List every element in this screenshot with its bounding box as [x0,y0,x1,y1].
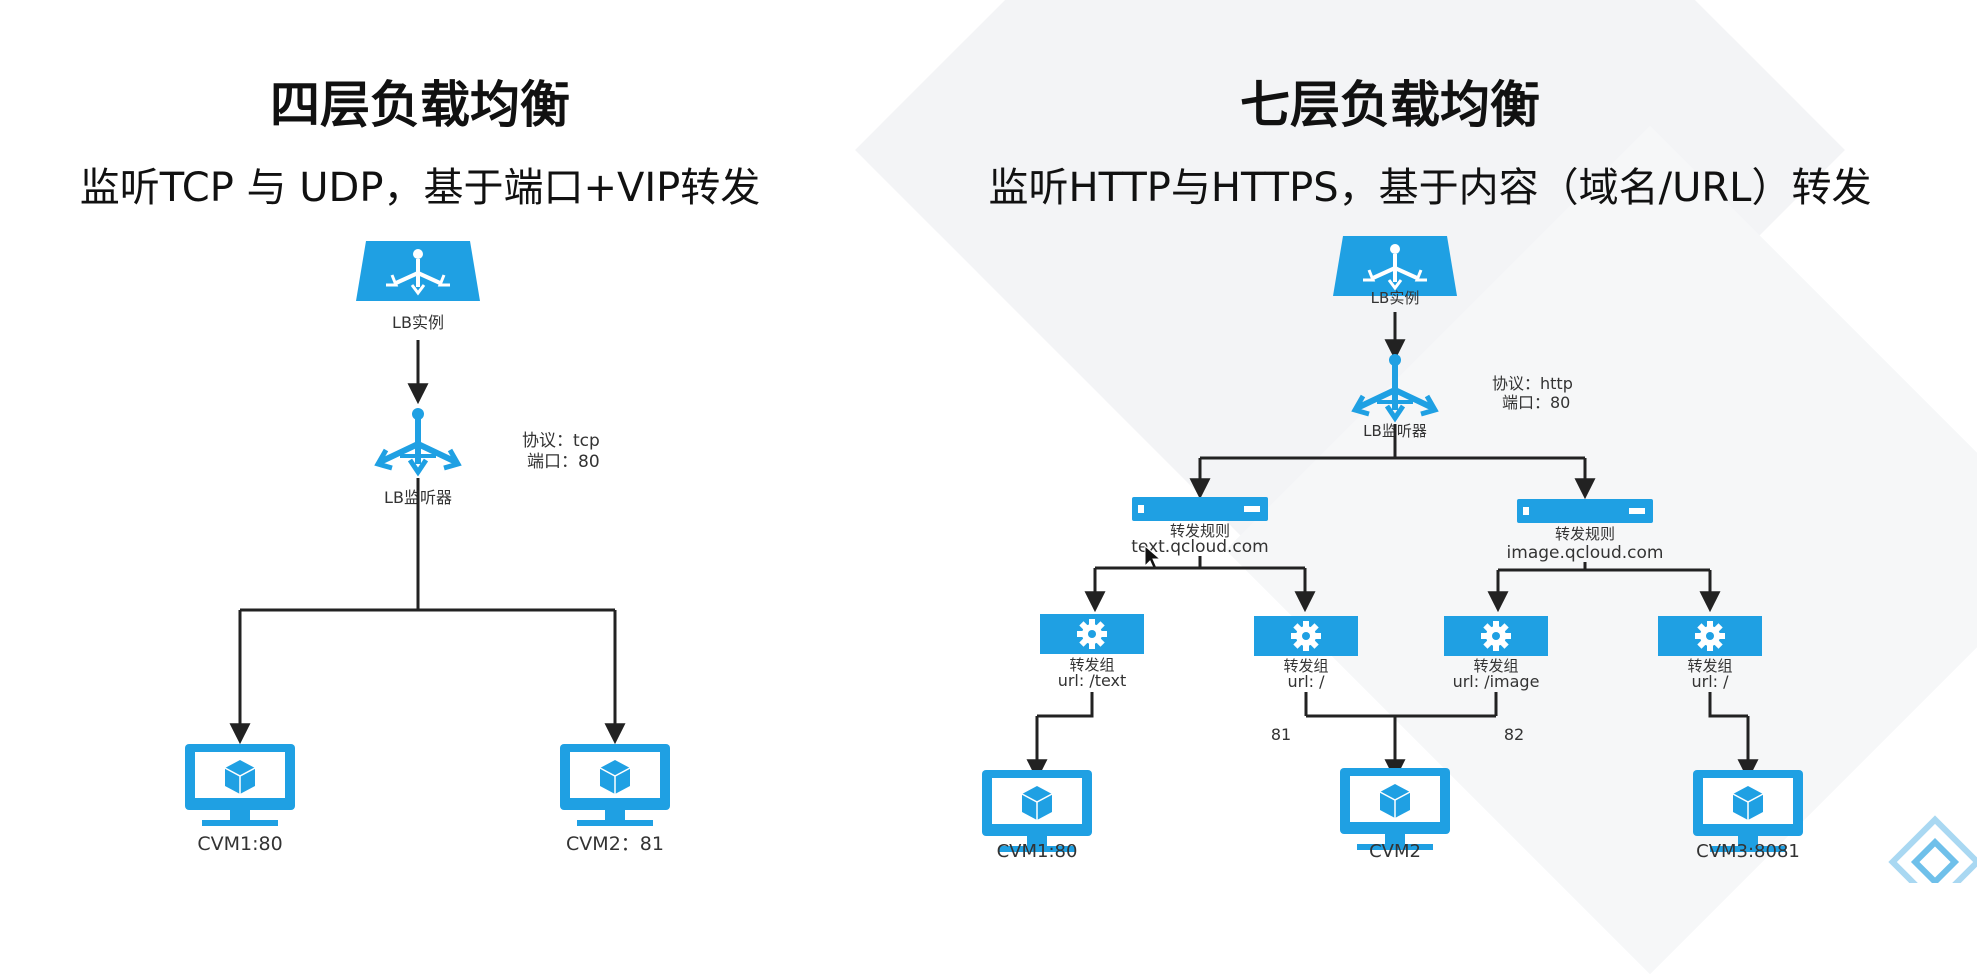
cvm2-label: CVM2 [1369,841,1421,862]
left-subtitle: 监听TCP 与 UDP，基于端口+VIP转发 [79,165,761,211]
group2-url: url: / [1287,672,1325,691]
port-label: 端口：80 [1502,393,1570,412]
lb-instance-label: LB实例 [1371,289,1420,307]
group3-url: url: /image [1453,672,1540,691]
monitor-cube-icon [981,769,1093,853]
protocol-label: 协议：tcp [522,431,600,451]
right-subtitle: 监听HTTP与HTTPS，基于内容（域名/URL）转发 [988,165,1872,211]
rule1-name: 转发规则 [1170,522,1230,540]
port-82-label: 82 [1504,725,1524,744]
cvm3-label: CVM3:8081 [1696,841,1800,862]
group4-name: 转发组 [1687,657,1732,675]
connector [240,478,615,612]
lb-instance-label: LB实例 [392,313,444,332]
group2-name: 转发组 [1283,657,1328,675]
connector [1037,692,1094,718]
monitor-cube-icon [1692,769,1804,853]
cvm2-label: CVM2：81 [566,833,664,855]
gear-icon [1444,616,1548,656]
group4-url: url: / [1691,672,1729,691]
connector [1095,556,1305,570]
port-81-label: 81 [1271,725,1291,744]
corner-logo-icon [1888,815,1977,883]
rule1-domain: text.qcloud.com [1131,537,1269,557]
connector [1498,562,1710,572]
monitor-cube-icon [184,743,296,827]
lb-listener-icon [1355,354,1435,418]
connector [1708,692,1748,718]
gear-icon [1658,616,1762,656]
monitor-cube-icon [559,743,671,827]
rule2-name: 转发规则 [1555,525,1615,543]
connector [1200,424,1585,460]
port-label: 端口：80 [527,452,600,472]
cvm1-label: CVM1:80 [997,841,1078,862]
left-diagram: LB实例 LB监听器 协议：tcp 端口：80 CVM1:80 CVM2：81 [184,239,671,855]
lb-listener-icon [378,408,458,472]
right-title: 七层负载均衡 [1240,76,1540,134]
cvm1-label: CVM1:80 [197,833,282,855]
group3-name: 转发组 [1473,657,1518,675]
rule2-domain: image.qcloud.com [1507,543,1664,563]
right-diagram: LB实例 LB监听器 协议：http 端口：80 转发规则 text.qclou… [981,234,1804,862]
forwarding-rule-icon [1132,497,1268,521]
group1-name: 转发组 [1069,656,1114,674]
lb-instance-icon [1331,234,1459,298]
gear-icon [1040,614,1144,654]
forwarding-rule-icon [1517,499,1653,523]
monitor-cube-icon [1339,767,1451,851]
connector [1304,692,1498,718]
protocol-label: 协议：http [1492,374,1573,393]
gear-icon [1254,616,1358,656]
lb-instance-icon [354,239,482,303]
group1-url: url: /text [1058,671,1127,690]
left-title: 四层负载均衡 [270,76,570,134]
